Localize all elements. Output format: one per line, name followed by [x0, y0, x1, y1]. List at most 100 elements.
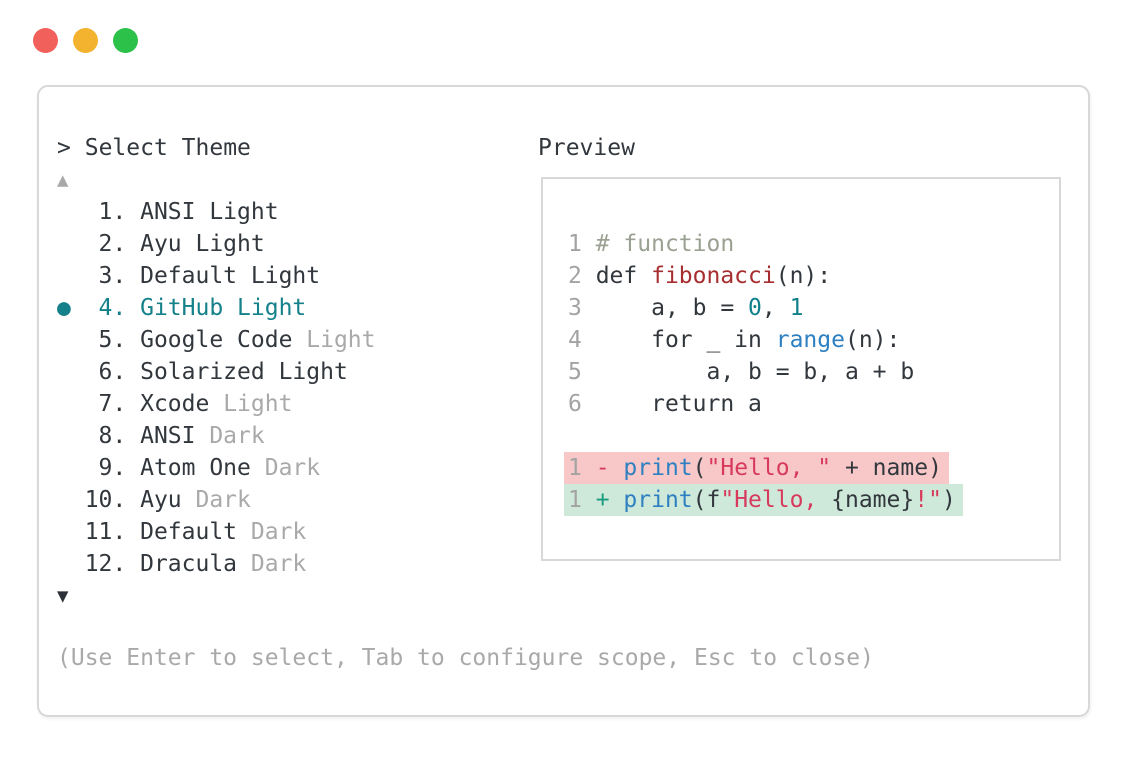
theme-item-number: 6.	[84, 359, 141, 385]
marker-space	[57, 455, 85, 481]
code-line: 3 a, b = 0, 1	[568, 292, 1059, 324]
code-token: 1	[789, 295, 804, 321]
code-token: (f	[692, 487, 721, 513]
code-token: (n):	[844, 327, 901, 353]
code-line: 1 # function	[568, 228, 1059, 260]
theme-list-item[interactable]: 7. Xcode Light	[57, 388, 376, 420]
prompt-chevron-icon: >	[57, 135, 71, 161]
theme-item-name: Default Light	[140, 263, 321, 289]
theme-item-number: 7.	[84, 391, 141, 417]
theme-item-name: Solarized Light	[140, 359, 348, 385]
marker-space	[57, 519, 85, 545]
theme-item-number: 10.	[84, 487, 141, 513]
theme-item-variant: Dark	[237, 551, 307, 577]
theme-item-name: Ayu Light	[140, 231, 265, 257]
diff-added-line: 1 + print(f"Hello, {name}!")	[564, 484, 1059, 516]
code-line: 4 for _ in range(n):	[568, 324, 1059, 356]
code-token: 3	[568, 295, 596, 321]
code-token: + name)	[831, 455, 942, 481]
marker-space	[57, 391, 85, 417]
code-token: 0	[748, 295, 762, 321]
theme-list-item[interactable]: 3. Default Light	[57, 260, 376, 292]
theme-item-number: 1.	[84, 199, 141, 225]
diff-removed-line: 1 - print("Hello, " + name)	[564, 452, 1059, 484]
zoom-button[interactable]	[113, 28, 138, 53]
theme-item-name: ANSI	[140, 423, 196, 449]
theme-list-item[interactable]: 6. Solarized Light	[57, 356, 376, 388]
theme-list-item[interactable]: 9. Atom One Dark	[57, 452, 376, 484]
select-theme-prompt: > Select Theme	[57, 132, 251, 164]
theme-item-number: 12.	[84, 551, 141, 577]
code-line-content: 4 for _ in range(n):	[568, 324, 900, 356]
marker-space	[57, 231, 85, 257]
theme-list-item[interactable]: 11. Default Dark	[57, 516, 376, 548]
code-token: +	[595, 487, 624, 513]
theme-list-item[interactable]: 1. ANSI Light	[57, 196, 376, 228]
close-button[interactable]	[33, 28, 58, 53]
code-line: 6 return a	[568, 388, 1059, 420]
marker-space	[57, 327, 85, 353]
code-token: 5	[568, 359, 596, 385]
scroll-up-indicator: ▲	[57, 164, 68, 196]
page-title: Select Theme	[84, 135, 251, 161]
theme-item-name: ANSI Light	[140, 199, 279, 225]
theme-item-variant: Dark	[195, 423, 265, 449]
code-token: 1	[568, 487, 596, 513]
scroll-down-indicator: ▼	[57, 580, 68, 612]
theme-item-number: 4.	[84, 295, 141, 321]
theme-item-name: Atom One	[140, 455, 251, 481]
marker-space	[57, 487, 85, 513]
code-token: range	[775, 327, 845, 353]
marker-space	[57, 359, 85, 385]
theme-item-name: GitHub Light	[140, 295, 307, 321]
code-line-content: 3 a, b = 0, 1	[568, 292, 803, 324]
code-token: a, b =	[595, 295, 749, 321]
theme-list-item[interactable]: ● 4. GitHub Light	[57, 292, 376, 324]
code-token: ,	[761, 295, 790, 321]
code-token: fibonacci	[651, 263, 776, 289]
code-token: !"	[914, 487, 942, 513]
theme-item-name: Google Code	[140, 327, 293, 353]
theme-list-item[interactable]: 12. Dracula Dark	[57, 548, 376, 580]
code-token: 2	[568, 263, 596, 289]
theme-item-number: 9.	[84, 455, 141, 481]
marker-space	[57, 263, 85, 289]
theme-list-item[interactable]: 2. Ayu Light	[57, 228, 376, 260]
code-token: print	[623, 487, 693, 513]
code-token: 6	[568, 391, 596, 417]
theme-list-item[interactable]: 8. ANSI Dark	[57, 420, 376, 452]
theme-list-item[interactable]: 10. Ayu Dark	[57, 484, 376, 516]
window-controls	[33, 28, 138, 53]
selected-bullet-icon: ●	[57, 295, 85, 321]
code-line-content: 1 # function	[568, 228, 734, 260]
theme-item-variant: Dark	[181, 487, 251, 513]
theme-item-name: Default	[140, 519, 238, 545]
marker-space	[57, 423, 85, 449]
theme-item-name: Ayu	[140, 487, 182, 513]
theme-item-number: 11.	[84, 519, 141, 545]
code-token: (	[692, 455, 707, 481]
code-line-content: 6 return a	[568, 388, 762, 420]
theme-item-number: 5.	[84, 327, 141, 353]
triangle-down-icon: ▼	[57, 585, 69, 607]
code-line: 5 a, b = b, a + b	[568, 356, 1059, 388]
marker-space	[57, 199, 85, 225]
code-token: def	[595, 263, 652, 289]
marker-space	[57, 551, 85, 577]
code-token: "Hello,	[720, 487, 832, 513]
minimize-button[interactable]	[73, 28, 98, 53]
theme-list-item[interactable]: 5. Google Code Light	[57, 324, 376, 356]
code-line: 2 def fibonacci(n):	[568, 260, 1059, 292]
theme-item-variant: Light	[292, 327, 376, 353]
theme-item-number: 8.	[84, 423, 141, 449]
keyboard-hint: (Use Enter to select, Tab to configure s…	[57, 645, 874, 671]
code-line-content: 2 def fibonacci(n):	[568, 260, 831, 292]
code-token: 1	[568, 231, 596, 257]
preview-label: Preview	[538, 135, 635, 161]
code-token: # function	[595, 231, 735, 257]
theme-picker-window: > Select Theme ▲ 1. ANSI Light 2. Ayu Li…	[37, 85, 1090, 717]
code-token: 1	[568, 455, 596, 481]
code-token: (n):	[775, 263, 832, 289]
code-line-content: 5 a, b = b, a + b	[568, 356, 914, 388]
